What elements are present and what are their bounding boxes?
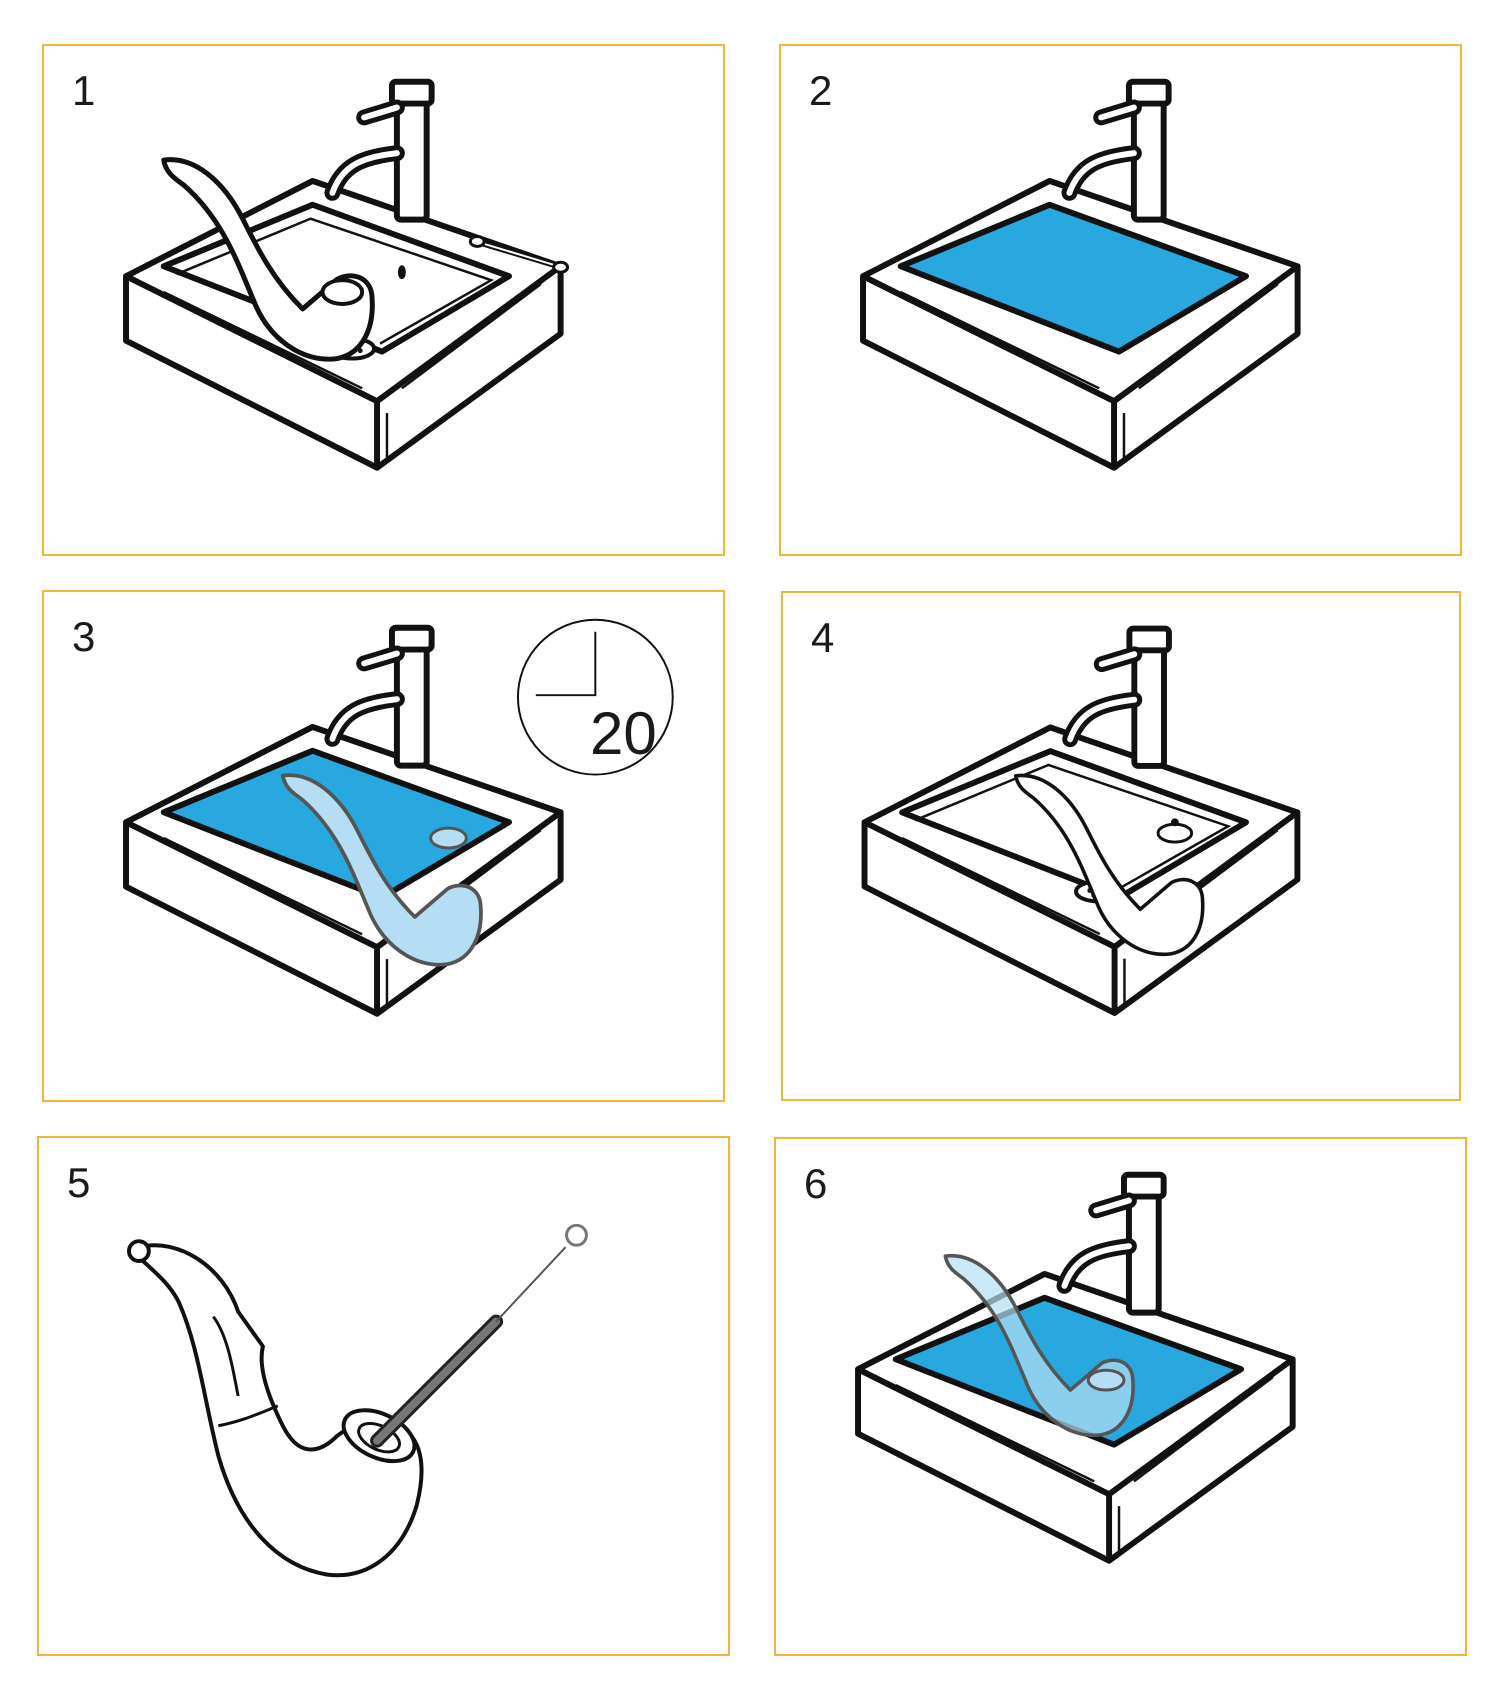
step-2-panel: 2 — [779, 44, 1462, 556]
step-3-panel: 3 20 — [42, 590, 725, 1102]
pipe-rinsing-illustration — [776, 1139, 1465, 1654]
tobacco-pipe-icon — [126, 1239, 424, 1578]
step-1-panel: 1 — [42, 44, 725, 556]
overflow-hole-icon — [397, 265, 406, 280]
sink-with-pipe-illustration — [44, 46, 570, 554]
rinsing-pipe-icon — [943, 1253, 1135, 1438]
step-4-panel: 4 — [781, 591, 1461, 1101]
pipe-cleaner-brush-icon — [370, 1223, 588, 1448]
drained-sink-illustration — [783, 593, 1459, 1099]
submerged-pipe-icon — [280, 773, 483, 967]
sink-icon — [863, 181, 1298, 468]
clock-timer-icon — [516, 618, 674, 776]
step-6-number: 6 — [804, 1160, 828, 1207]
step-4-number: 4 — [811, 614, 835, 661]
step-3-number: 3 — [72, 613, 96, 660]
pipe-cleaning-illustration — [126, 1223, 588, 1578]
sink-filled-illustration — [781, 46, 1460, 554]
tobacco-pipe-icon — [164, 160, 373, 359]
sink-icon — [865, 727, 1298, 1013]
sink-icon — [126, 727, 561, 1014]
pipe-soaking-illustration — [44, 618, 674, 1100]
step-2-number: 2 — [809, 67, 833, 114]
tobacco-pipe-icon — [1013, 773, 1205, 957]
timer-minutes: 20 — [590, 700, 657, 767]
cotton-swab-icon — [468, 235, 570, 274]
step-1-number: 1 — [72, 67, 96, 114]
step-5-number: 5 — [67, 1159, 91, 1206]
step-6-panel: 6 — [774, 1137, 1467, 1656]
step-5-panel: 5 — [37, 1136, 730, 1656]
